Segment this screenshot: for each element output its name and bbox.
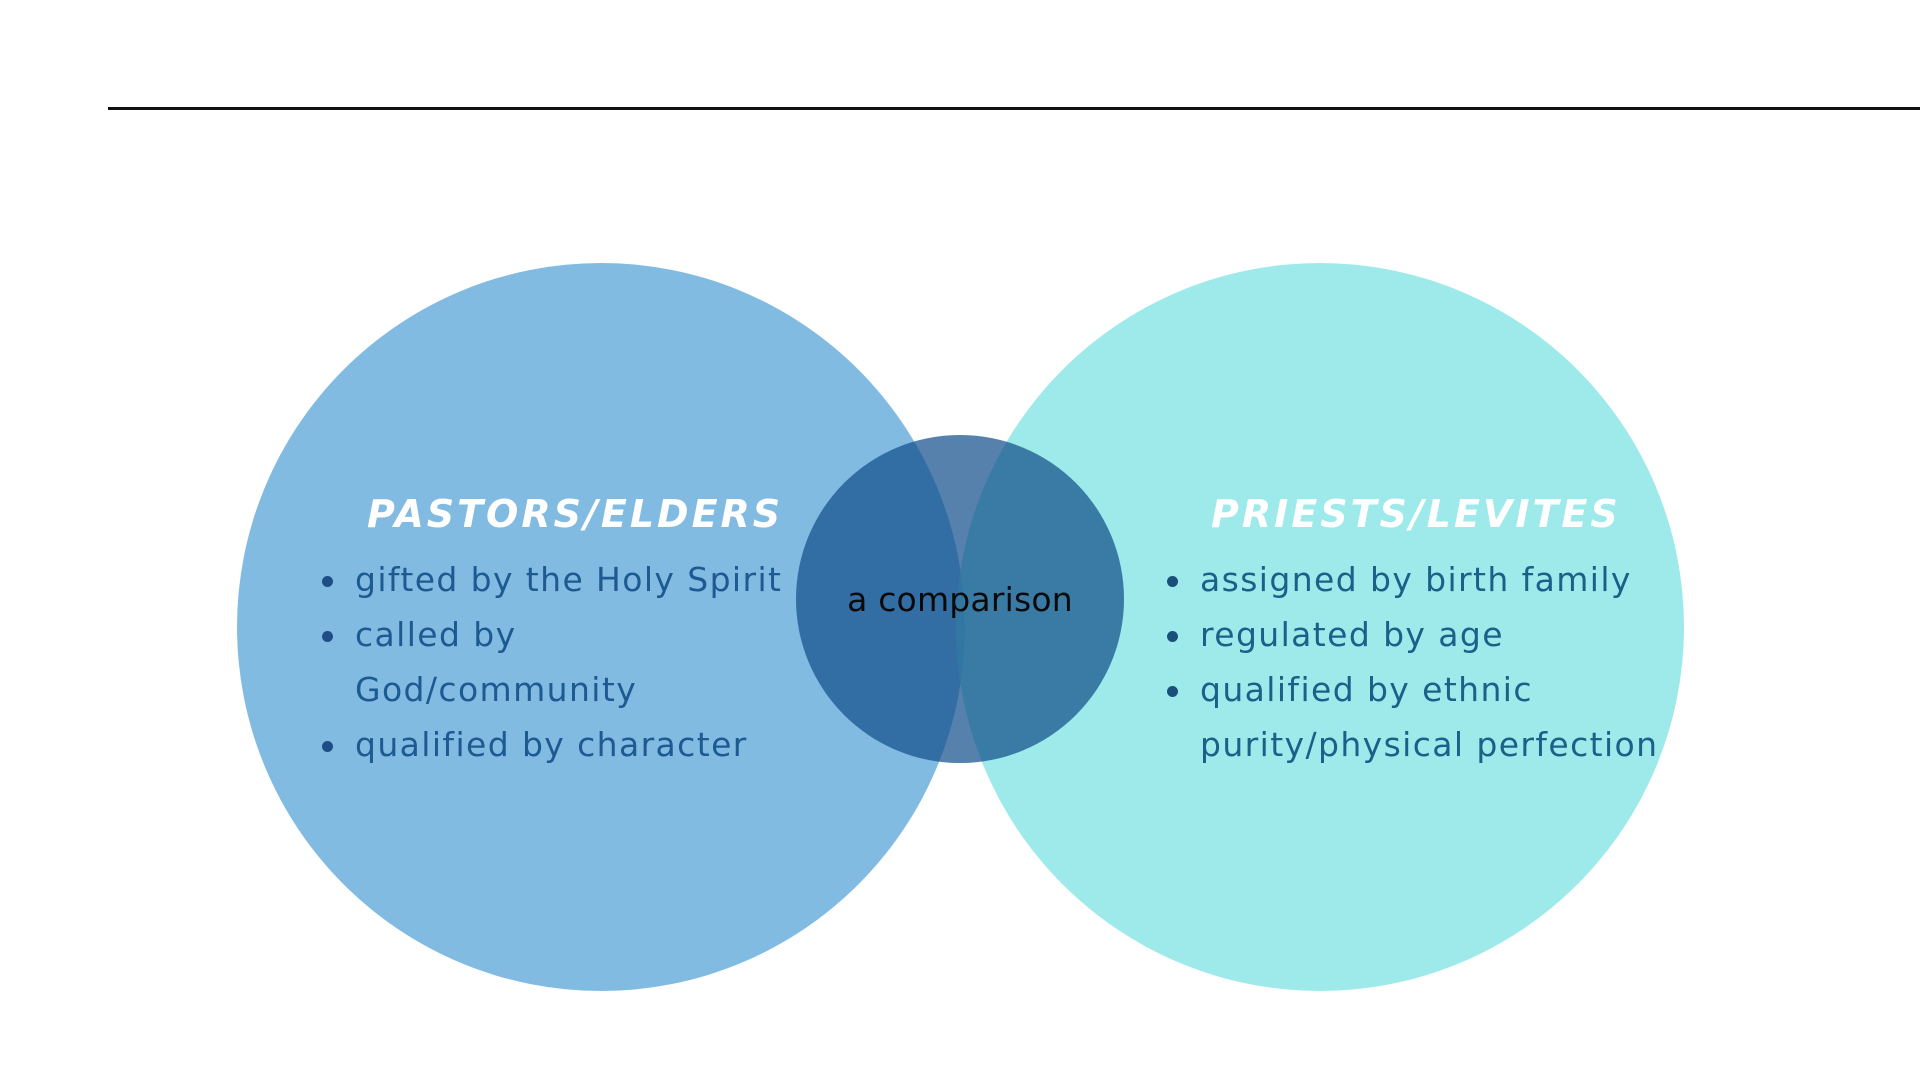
top-divider <box>108 107 1920 110</box>
list-item: regulated by age <box>1167 607 1687 662</box>
list-item-text: qualified by character <box>355 725 748 764</box>
list-item: qualified by ethnic purity/physical perf… <box>1167 662 1687 772</box>
left-group-title: PASTORS/ELDERS <box>367 492 784 536</box>
list-item-text: gifted by the Holy Spirit <box>355 560 783 599</box>
list-item: assigned by birth family <box>1167 552 1687 607</box>
center-label: a comparison <box>847 580 1073 619</box>
list-item: gifted by the Holy Spirit <box>322 552 792 607</box>
bullet-icon <box>1167 631 1178 642</box>
list-item-text: assigned by birth family <box>1200 560 1632 599</box>
list-item-text: qualified by ethnic purity/physical perf… <box>1200 670 1659 764</box>
left-bullet-list: gifted by the Holy Spirit called by God/… <box>322 552 792 772</box>
venn-circle-center <box>796 435 1124 763</box>
list-item: called by God/community <box>322 607 792 717</box>
list-item-text: called by God/community <box>355 615 638 709</box>
bullet-icon <box>322 631 333 642</box>
list-item: qualified by character <box>322 717 792 772</box>
bullet-icon <box>1167 686 1178 697</box>
right-bullet-list: assigned by birth family regulated by ag… <box>1167 552 1687 772</box>
list-item-text: regulated by age <box>1200 615 1504 654</box>
bullet-icon <box>322 576 333 587</box>
bullet-icon <box>1167 576 1178 587</box>
right-group-title: PRIESTS/LEVITES <box>1211 492 1621 536</box>
bullet-icon <box>322 741 333 752</box>
